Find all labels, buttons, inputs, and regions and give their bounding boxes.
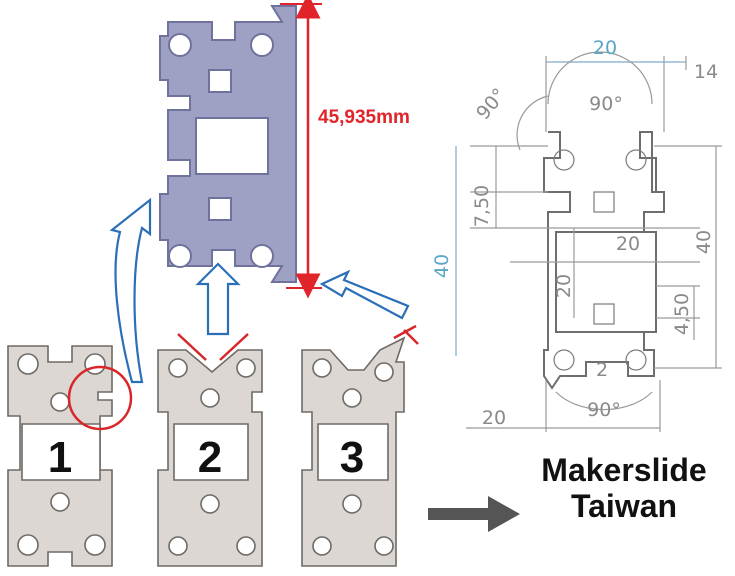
brand-line-1: Makerslide [541,452,707,488]
dim-bottom-width: 20 [482,407,506,429]
height-dimension: 45,935mm [280,0,410,299]
brand-line-2: Taiwan [570,488,678,524]
dim-angle-top-center: 90° [589,93,623,115]
dim-40-right: 40 [693,230,715,254]
profile-3-label: 3 [340,433,364,482]
dim-7-50: 7,50 [471,185,493,227]
highlight-circle [67,365,133,431]
profile-3: 3 [301,324,419,567]
dim-4-50: 4,50 [671,293,693,335]
dim-angle-bottom: 90° [587,399,621,421]
arrow-from-profile-3 [319,269,410,320]
dim-2: 2 [596,359,608,381]
dim-20-vertical: 20 [553,274,575,298]
makerslide-render [159,5,297,283]
arrow-to-brand-icon [428,496,520,532]
dim-angle-top-left: 90° [472,84,511,124]
arrow-from-profile-1 [109,197,152,384]
dim-top-width: 20 [593,37,617,59]
profile-1: 1 [7,345,133,567]
dim-top-offset: 14 [694,61,718,83]
profile-2-label: 2 [198,433,222,482]
technical-drawing [455,51,722,432]
profile-1-label: 1 [48,433,72,482]
height-measurement: 45,935mm [318,107,410,128]
brand-label: Makerslide Taiwan [514,452,734,524]
dim-40-left: 40 [431,254,453,278]
arrow-from-profile-2 [195,262,241,336]
profile-2: 2 [157,333,263,567]
dim-20-mid: 20 [616,233,640,255]
